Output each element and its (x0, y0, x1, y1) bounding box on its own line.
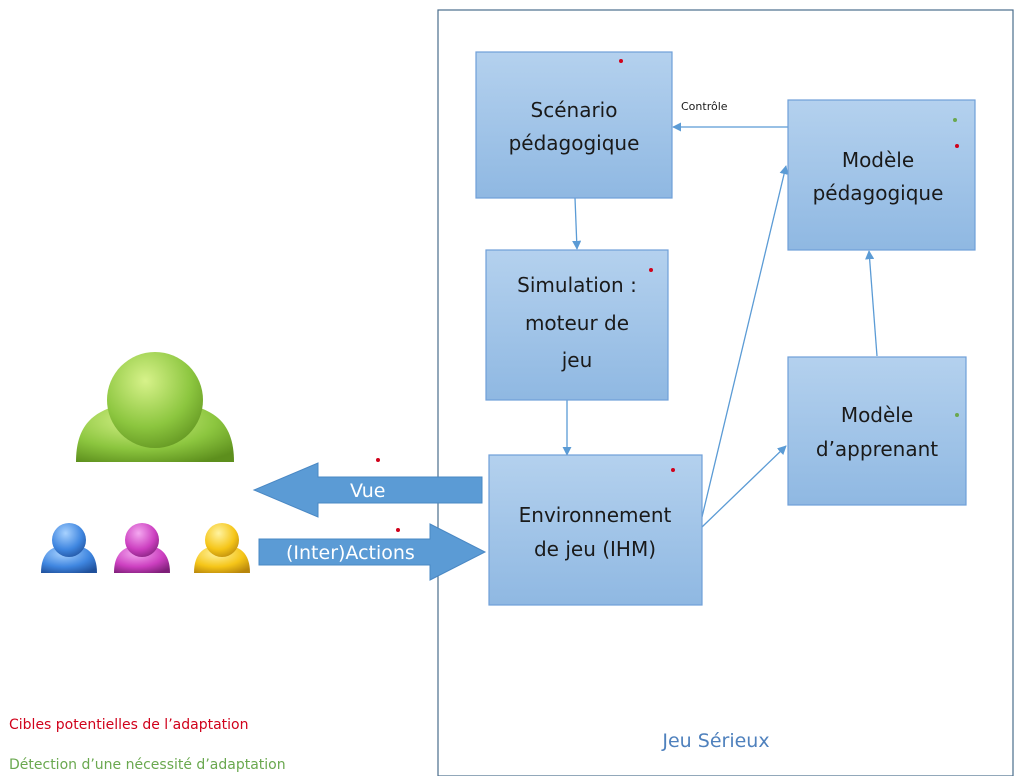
edge-scenario-simulation (572, 197, 582, 250)
arrow-actions: (Inter)Actions (258, 523, 487, 581)
box-environnement-de-jeu: Environnement de jeu (IHM) (488, 454, 703, 606)
adaptation-target-marker (619, 59, 623, 63)
box-modele-apprenant-line-1: Modèle (841, 403, 913, 427)
user-icon-yellow (194, 523, 250, 573)
box-modele-pedagogique-line-2: pédagogique (813, 181, 944, 205)
edge-modele-apprenant-modele-pedagogique (865, 250, 878, 357)
legend-detection: Détection d’une nécessité d’adaptation (9, 757, 286, 773)
box-simulation-line-3: jeu (561, 348, 593, 372)
box-scenario-line-2: pédagogique (509, 131, 640, 155)
adaptation-target-marker (955, 144, 959, 148)
connectors (562, 122, 878, 528)
box-environnement-line-1: Environnement (519, 503, 672, 527)
arrow-vue-label: Vue (350, 480, 385, 502)
adaptation-target-marker (396, 528, 400, 532)
arrow-vue: Vue (252, 458, 483, 518)
box-scenario-line-1: Scénario (531, 98, 618, 122)
adaptation-target-marker (671, 468, 675, 472)
box-simulation: Simulation : moteur de jeu (485, 249, 669, 401)
adaptation-target-marker (376, 458, 380, 462)
user-icon-blue (41, 523, 97, 573)
edge-environnement-modele-apprenant (701, 445, 787, 528)
user-icon-magenta (114, 523, 170, 573)
box-modele-apprenant: Modèle d’apprenant (787, 356, 967, 506)
box-modele-pedagogique-line-1: Modèle (842, 148, 914, 172)
edge-environnement-modele-pedagogique (701, 165, 789, 518)
box-simulation-line-2: moteur de (525, 311, 629, 335)
container-title: Jeu Sérieux (661, 730, 769, 752)
box-modele-pedagogique: Modèle pédagogique (787, 99, 976, 251)
box-modele-apprenant-line-2: d’apprenant (816, 437, 938, 461)
legend-targets: Cibles potentielles de l’adaptation (9, 717, 248, 733)
serious-game-container (437, 9, 1014, 776)
adaptation-detection-marker (955, 413, 959, 417)
adaptation-detection-marker (953, 118, 957, 122)
arrow-actions-label: (Inter)Actions (286, 542, 415, 564)
box-scenario-pedagogique: Scénario pédagogique (475, 51, 673, 199)
user-icon-green (76, 352, 234, 462)
box-simulation-line-1: Simulation : (517, 273, 637, 297)
box-environnement-line-2: de jeu (IHM) (534, 537, 656, 561)
edge-label-controle: Contrôle (681, 100, 728, 113)
adaptation-target-marker (649, 268, 653, 272)
